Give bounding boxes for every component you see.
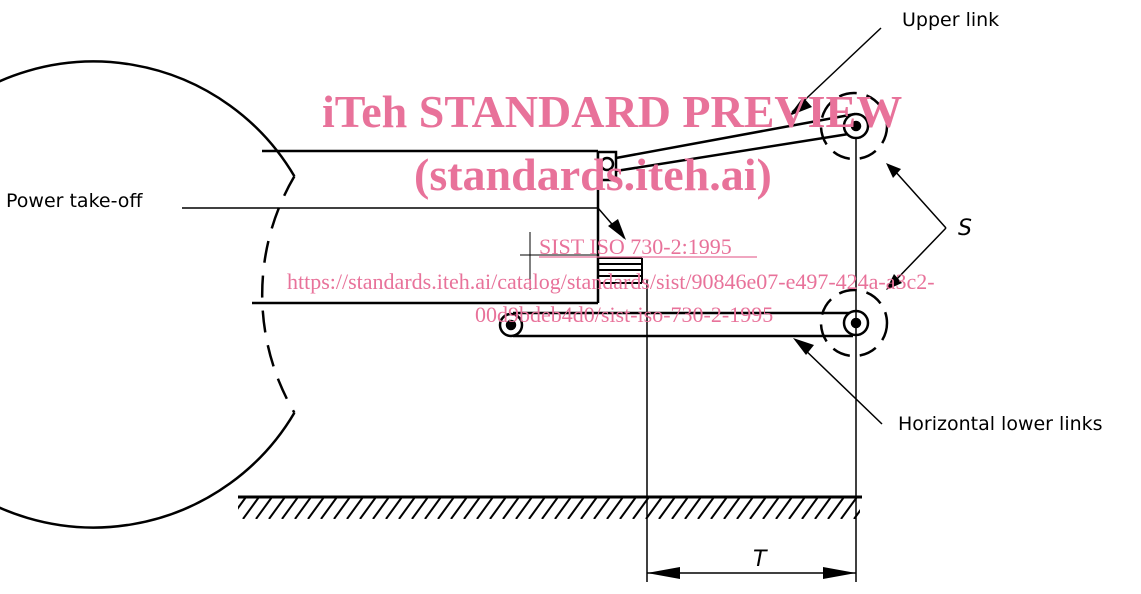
- ground-hatch-line: [736, 497, 754, 519]
- ground-hatch-line: [632, 497, 650, 519]
- ground-hatch-line: [645, 497, 663, 519]
- dimension-s-label: S: [958, 216, 972, 241]
- dimension-t-label: T: [753, 547, 768, 572]
- ground-hatch-line: [880, 497, 896, 519]
- lower-link-swing-circle: [819, 288, 889, 358]
- ground-hatch-line: [242, 497, 260, 519]
- watermark-standard-ref: SIST ISO 730-2:1995: [539, 234, 732, 259]
- ground-hatch-line: [333, 497, 351, 519]
- ground-hatch-line: [567, 497, 585, 519]
- ground-hatch-line: [775, 497, 793, 519]
- ground-hatch-line: [385, 497, 403, 519]
- ground-hatch-line: [437, 497, 455, 519]
- ground-hatch-line: [294, 497, 312, 519]
- leader-arrowheads: [608, 97, 902, 355]
- ground-hatch-line: [450, 497, 468, 519]
- ground-hatch-line: [320, 497, 338, 519]
- upper-link-label: Upper link: [902, 9, 999, 31]
- ground-hatch-line: [281, 497, 299, 519]
- watermark-title: iTeh STANDARD PREVIEW: [322, 86, 902, 137]
- ground-hatch-line: [619, 497, 637, 519]
- ground-hatch-line: [827, 497, 845, 519]
- ground-hatch-line: [238, 497, 247, 510]
- ground-hatch-line: [723, 497, 741, 519]
- ground-hatch-line: [788, 497, 806, 519]
- ground-hatch-line: [671, 497, 689, 519]
- ground-hatch-line: [528, 497, 546, 519]
- ground-hatch-line: [307, 497, 325, 519]
- ground-hatch-line: [867, 497, 883, 519]
- ground-hatch-line: [502, 497, 520, 519]
- ground-hatch-line: [372, 497, 390, 519]
- ground-hatch-line: [411, 497, 429, 519]
- ground-hatch-line: [268, 497, 286, 519]
- ground-hatch-line: [801, 497, 819, 519]
- upper-link-swing-circle: [819, 91, 889, 161]
- ground-hatch-line: [840, 497, 858, 519]
- watermark: iTeh STANDARD PREVIEW (standards.iteh.ai…: [287, 86, 935, 327]
- ground-hatch-line: [554, 497, 572, 519]
- ground-hatch-line: [853, 509, 860, 519]
- ground-hatch-line: [515, 497, 533, 519]
- dimension-t: [647, 567, 856, 579]
- ground-hatch-line: [359, 497, 377, 519]
- power-take-off-label: Power take-off: [6, 190, 143, 212]
- ground-hatch-line: [710, 497, 728, 519]
- ground-hatch-line: [580, 497, 598, 519]
- ground-hatch-line: [593, 497, 611, 519]
- ground-hatch-line: [476, 497, 494, 519]
- ground-hatch-line: [749, 497, 767, 519]
- ground-hatch-line: [762, 497, 780, 519]
- ground-hatch-line: [684, 497, 702, 519]
- ground-hatch-line: [814, 497, 832, 519]
- ground-hatch-line: [255, 497, 273, 519]
- ground-hatch-line: [346, 497, 364, 519]
- ground-hatch-line: [489, 497, 507, 519]
- watermark-subtitle: (standards.iteh.ai): [414, 149, 772, 200]
- ground-hatch-line: [697, 497, 715, 519]
- ground-hatch-line: [658, 497, 676, 519]
- lower-links: [498, 309, 870, 338]
- horizontal-lower-links-label: Horizontal lower links: [898, 413, 1103, 435]
- ground-hatch-line: [424, 497, 442, 519]
- ground-hatch-line: [463, 497, 481, 519]
- power-take-off-shaft: [520, 232, 643, 290]
- ground: [238, 495, 896, 519]
- ground-hatch-line: [541, 497, 559, 519]
- watermark-url-line-1: https://standards.iteh.ai/catalog/standa…: [287, 269, 935, 294]
- ground-hatch-line: [606, 497, 624, 519]
- reference-lines: [646, 138, 857, 582]
- wheel: [0, 60, 296, 529]
- watermark-url-line-2: 00d9bdeb4d0/sist-iso-730-2-1995: [475, 302, 773, 327]
- ground-hatch-line: [398, 497, 416, 519]
